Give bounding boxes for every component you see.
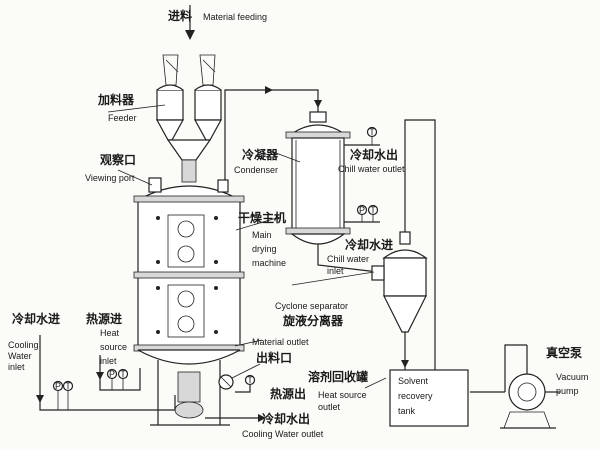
gauge-t-condenser-in: T bbox=[370, 205, 376, 215]
gauge-t-condenser-out: T bbox=[369, 127, 375, 137]
leader-lines bbox=[107, 104, 387, 389]
label-cooling-water-inlet-en1: Cooling bbox=[8, 340, 39, 350]
label-viewing-port-en: Viewing port bbox=[85, 173, 135, 183]
condenser bbox=[285, 111, 380, 273]
utility-lines bbox=[36, 335, 266, 422]
label-heat-source-inlet-en3: inlet bbox=[100, 356, 117, 366]
gauge-t-heat-in: T bbox=[120, 369, 126, 379]
label-material-feeding-cn: 进料 bbox=[168, 8, 192, 23]
main-drying-machine bbox=[133, 177, 245, 426]
label-vacuum-pump-cn: 真空泵 bbox=[546, 345, 582, 360]
label-solvent-tank-en1: Solvent bbox=[398, 376, 429, 386]
label-material-outlet-cn: 出料口 bbox=[256, 350, 292, 365]
label-main-drying-en2: drying bbox=[252, 244, 277, 254]
feeder bbox=[155, 54, 223, 183]
label-chill-water-inlet-cn: 冷却水进 bbox=[345, 237, 393, 252]
label-condenser-cn: 冷凝器 bbox=[242, 147, 279, 162]
label-vacuum-pump-en2: pump bbox=[556, 386, 579, 396]
material-feed-arrow bbox=[185, 5, 195, 40]
label-heat-source-inlet-en2: source bbox=[100, 342, 127, 352]
label-feeder-cn: 加料器 bbox=[97, 92, 135, 107]
label-heat-source-outlet-en1: Heat source bbox=[318, 390, 367, 400]
gauge-p-heat-in: P bbox=[109, 369, 115, 379]
label-material-feeding-en: Material feeding bbox=[203, 12, 267, 22]
label-main-drying-en3: machine bbox=[252, 258, 286, 268]
label-solvent-tank-en2: recovery bbox=[398, 391, 433, 401]
label-heat-source-outlet-cn: 热源出 bbox=[270, 386, 306, 401]
solvent-recovery-tank bbox=[389, 369, 469, 427]
vapor-pipe bbox=[224, 86, 322, 180]
gauge-p-cooling-in: P bbox=[55, 381, 61, 391]
label-heat-source-inlet-en1: Heat bbox=[100, 328, 120, 338]
label-main-drying-en1: Main bbox=[252, 230, 272, 240]
label-heat-source-inlet-cn: 热源进 bbox=[86, 311, 122, 326]
gauge-t-cooling-in: T bbox=[65, 381, 71, 391]
label-feeder-en: Feeder bbox=[108, 113, 137, 123]
gauge-t-heat-out: T bbox=[247, 375, 253, 385]
cyclone-separator bbox=[371, 119, 505, 393]
label-chill-water-inlet-en1: Chill water bbox=[327, 254, 369, 264]
label-material-outlet-en: Material outlet bbox=[252, 337, 309, 347]
label-viewing-port-cn: 观察口 bbox=[100, 152, 136, 167]
label-cyclone-cn: 旋液分离器 bbox=[282, 313, 344, 328]
label-cooling-water-inlet-cn: 冷却水进 bbox=[12, 311, 60, 326]
label-cooling-water-outlet-cn: 冷却水出 bbox=[262, 411, 310, 426]
label-cyclone-en: Cyclone separator bbox=[275, 301, 348, 311]
label-solvent-tank-en3: tank bbox=[398, 406, 416, 416]
label-chill-water-inlet-en2: inlet bbox=[327, 266, 344, 276]
label-vacuum-pump-en1: Vacuum bbox=[556, 372, 588, 382]
gauge-p-condenser-in: P bbox=[359, 205, 365, 215]
label-solvent-tank-cn: 溶剂回收罐 bbox=[308, 369, 368, 384]
label-heat-source-outlet-en2: outlet bbox=[318, 402, 341, 412]
label-condenser-en: Condenser bbox=[234, 165, 278, 175]
label-main-drying-cn: 干燥主机 bbox=[238, 210, 286, 225]
vacuum-pump bbox=[500, 344, 560, 429]
label-cooling-water-inlet-en3: inlet bbox=[8, 362, 25, 372]
label-chill-water-outlet-cn: 冷却水出 bbox=[350, 147, 398, 162]
label-cooling-water-inlet-en2: Water bbox=[8, 351, 32, 361]
label-chill-water-outlet-en: Chill water outlet bbox=[338, 164, 405, 174]
label-cooling-water-outlet-en: Cooling Water outlet bbox=[242, 429, 324, 439]
